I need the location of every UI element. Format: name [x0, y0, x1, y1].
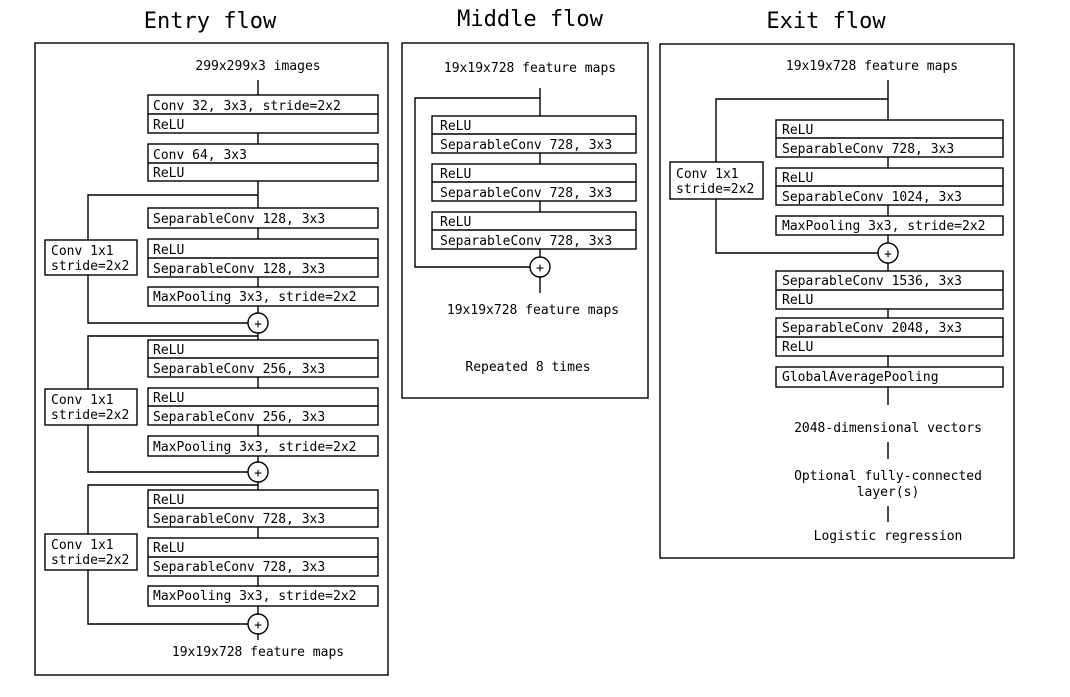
entry-add-node-3: + — [247, 613, 269, 635]
entry-block3-maxpool: MaxPooling 3x3, stride=2x2 — [147, 585, 379, 607]
exit-fc-label-line1: Optional fully-connected — [794, 469, 982, 484]
entry-block3-sepconv1: ReLU SeparableConv 728, 3x3 — [147, 489, 379, 528]
entry-flow-title: Entry flow — [144, 9, 277, 34]
entry-block1-maxpool-label: MaxPooling 3x3, stride=2x2 — [153, 290, 357, 305]
entry-conv32-block: Conv 32, 3x3, stride=2x2 ReLU — [147, 94, 379, 134]
entry-skip3-conv-label: Conv 1x1 — [51, 538, 114, 553]
exit-sep2048-label: SeparableConv 2048, 3x3 — [782, 321, 962, 336]
entry-block1-relu-label: ReLU — [153, 243, 184, 258]
entry-conv32-relu-label: ReLU — [153, 118, 184, 133]
entry-block2-maxpool: MaxPooling 3x3, stride=2x2 — [147, 435, 379, 457]
entry-conv64-label: Conv 64, 3x3 — [153, 148, 247, 163]
exit-fc-label-line2: layer(s) — [857, 485, 920, 500]
middle-flow-title: Middle flow — [457, 7, 603, 32]
middle-add-node: + — [529, 256, 551, 278]
exit-sepconv-1536: SeparableConv 1536, 3x3 ReLU — [775, 270, 1004, 310]
entry-add3-symbol: + — [254, 618, 262, 633]
exit-sep1-label: SeparableConv 728, 3x3 — [782, 142, 954, 157]
entry-block3-sepconv2-label: SeparableConv 728, 3x3 — [153, 560, 325, 575]
exit-add-symbol: + — [884, 247, 892, 262]
exit-gap-label: GlobalAveragePooling — [782, 370, 939, 385]
middle-sep2-label: SeparableConv 728, 3x3 — [440, 186, 612, 201]
entry-conv32-label: Conv 32, 3x3, stride=2x2 — [153, 99, 341, 114]
entry-block2-relu2-label: ReLU — [153, 391, 184, 406]
exit-add-node: + — [877, 242, 899, 264]
entry-block3-sepconv1-label: SeparableConv 728, 3x3 — [153, 512, 325, 527]
middle-sepconv-1: ReLU SeparableConv 728, 3x3 — [431, 115, 637, 154]
entry-flow: 299x299x3 images Conv 32, 3x3, stride=2x… — [44, 59, 379, 660]
entry-add-node-2: + — [247, 461, 269, 483]
exit-vectors-label: 2048-dimensional vectors — [794, 421, 982, 436]
exit-skip-conv-label: Conv 1x1 — [676, 167, 739, 182]
exit-input-label: 19x19x728 feature maps — [786, 59, 958, 74]
entry-skip3-stride-label: stride=2x2 — [51, 553, 129, 568]
middle-sepconv-2: ReLU SeparableConv 728, 3x3 — [431, 163, 637, 202]
middle-flow-panel — [401, 42, 649, 399]
entry-block2-maxpool-label: MaxPooling 3x3, stride=2x2 — [153, 440, 357, 455]
exit-sep1536-relu-label: ReLU — [782, 293, 813, 308]
entry-add1-symbol: + — [254, 317, 262, 332]
entry-block3-maxpool-label: MaxPooling 3x3, stride=2x2 — [153, 589, 357, 604]
exit-sepconv-2: ReLU SeparableConv 1024, 3x3 — [775, 167, 1004, 206]
entry-block3-relu2-label: ReLU — [153, 541, 184, 556]
exit-sepconv-1: ReLU SeparableConv 728, 3x3 — [775, 119, 1004, 158]
entry-block1-sepconv2: ReLU SeparableConv 128, 3x3 — [147, 238, 379, 278]
exit-sep2-relu-label: ReLU — [782, 171, 813, 186]
middle-sep3-relu-label: ReLU — [440, 215, 471, 230]
exit-skip-conv: Conv 1x1 stride=2x2 — [669, 161, 764, 200]
entry-skip-conv-1: Conv 1x1 stride=2x2 — [44, 239, 138, 276]
exit-sep1-relu-label: ReLU — [782, 123, 813, 138]
entry-skip2-conv-label: Conv 1x1 — [51, 393, 114, 408]
middle-sep2-relu-label: ReLU — [440, 167, 471, 182]
exit-skip-stride-label: stride=2x2 — [676, 182, 754, 197]
middle-sep1-label: SeparableConv 728, 3x3 — [440, 138, 612, 153]
entry-block1-sepconv1-label: SeparableConv 128, 3x3 — [153, 212, 325, 227]
entry-block1-sepconv2-label: SeparableConv 128, 3x3 — [153, 262, 325, 277]
middle-add-symbol: + — [536, 261, 544, 276]
entry-block2-sepconv2-label: SeparableConv 256, 3x3 — [153, 410, 325, 425]
middle-sep3-label: SeparableConv 728, 3x3 — [440, 234, 612, 249]
entry-block3-relu1-label: ReLU — [153, 493, 184, 508]
middle-output-label: 19x19x728 feature maps — [447, 303, 619, 318]
entry-input-label: 299x299x3 images — [195, 59, 320, 74]
middle-flow: 19x19x728 feature maps ReLU SeparableCon… — [414, 61, 637, 375]
entry-block2-sepconv1-label: SeparableConv 256, 3x3 — [153, 362, 325, 377]
entry-skip1-stride-label: stride=2x2 — [51, 259, 129, 274]
exit-flow-title: Exit flow — [766, 9, 886, 34]
exit-sep1536-label: SeparableConv 1536, 3x3 — [782, 274, 962, 289]
exit-sepconv-2048: SeparableConv 2048, 3x3 ReLU — [775, 317, 1004, 357]
entry-skip2-stride-label: stride=2x2 — [51, 408, 129, 423]
exit-sep2-label: SeparableConv 1024, 3x3 — [782, 190, 962, 205]
entry-block1-sepconv1: SeparableConv 128, 3x3 — [147, 207, 379, 229]
exit-global-avg-pool: GlobalAveragePooling — [775, 366, 1004, 388]
entry-skip-conv-3: Conv 1x1 stride=2x2 — [44, 533, 138, 571]
middle-sepconv-3: ReLU SeparableConv 728, 3x3 — [431, 211, 637, 250]
middle-input-label: 19x19x728 feature maps — [444, 61, 616, 76]
entry-skip1-conv-label: Conv 1x1 — [51, 244, 114, 259]
entry-block2-sepconv1: ReLU SeparableConv 256, 3x3 — [147, 339, 379, 378]
entry-block3-sepconv2: ReLU SeparableConv 728, 3x3 — [147, 537, 379, 577]
entry-block2-sepconv2: ReLU SeparableConv 256, 3x3 — [147, 387, 379, 426]
exit-sep2048-relu-label: ReLU — [782, 340, 813, 355]
entry-block1-maxpool: MaxPooling 3x3, stride=2x2 — [147, 286, 379, 307]
exit-maxpool: MaxPooling 3x3, stride=2x2 — [775, 215, 1004, 236]
entry-add-node-1: + — [247, 312, 269, 334]
entry-conv64-relu-label: ReLU — [153, 166, 184, 181]
entry-skip-conv-2: Conv 1x1 stride=2x2 — [44, 388, 138, 426]
middle-repeat-label: Repeated 8 times — [465, 360, 590, 375]
entry-conv64-block: Conv 64, 3x3 ReLU — [147, 143, 379, 182]
middle-sep1-relu-label: ReLU — [440, 119, 471, 134]
entry-add2-symbol: + — [254, 466, 262, 481]
exit-flow-panel — [659, 43, 1015, 559]
entry-output-label: 19x19x728 feature maps — [172, 645, 344, 660]
exit-logistic-label: Logistic regression — [814, 529, 963, 544]
exit-flow: 19x19x728 feature maps ReLU SeparableCon… — [669, 59, 1004, 544]
exit-maxpool-label: MaxPooling 3x3, stride=2x2 — [782, 219, 986, 234]
entry-block2-relu1-label: ReLU — [153, 343, 184, 358]
entry-flow-panel — [34, 42, 389, 676]
